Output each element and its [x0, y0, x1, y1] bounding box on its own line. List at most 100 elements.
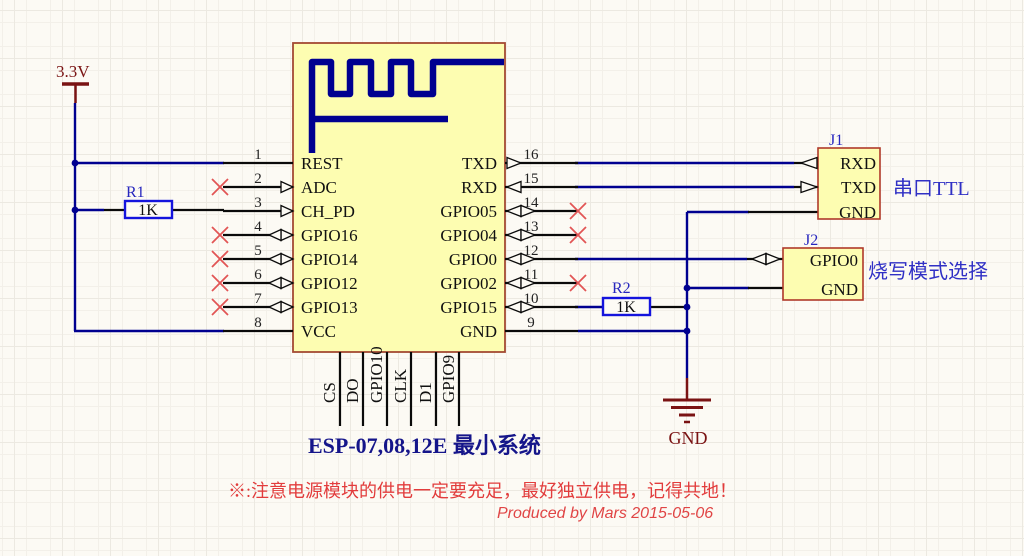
junction-dot: [683, 284, 691, 292]
junction-dot: [71, 159, 79, 167]
arrow-left-icon: [505, 300, 522, 314]
pin-number: 6: [254, 267, 262, 283]
pin-number: 12: [524, 243, 539, 259]
pin-name: ADC: [301, 178, 337, 197]
arrow-left-icon: [267, 252, 282, 266]
resistor-r2: R2 1K: [601, 280, 652, 317]
junction-dot: [683, 327, 691, 335]
pin-name: GPIO13: [301, 298, 358, 317]
warning-note: ※:注意电源模块的供电一定要充足，最好独立供电，记得共地！: [228, 481, 737, 501]
no-connect-x-icon: [211, 274, 229, 292]
pin-number: 1: [254, 147, 262, 163]
j1-annotation: 串口TTL: [893, 177, 970, 200]
no-connect-x-icon: [211, 250, 229, 268]
resistor-body: [601, 296, 652, 317]
pin-number: 11: [524, 267, 538, 283]
resistor-body: [123, 199, 174, 220]
pin-name: GPIO15: [440, 298, 497, 317]
no-connect-x-icon: [211, 226, 229, 244]
arrow-right-icon: [520, 204, 537, 218]
j1-designator: J1: [829, 132, 843, 149]
arrow-right-icon: [280, 276, 295, 290]
r1-value: 1K: [138, 202, 158, 219]
pin-name: GPIO16: [301, 226, 358, 245]
connector-body: [817, 147, 881, 220]
arrow-left-icon: [267, 300, 282, 314]
j2-designator: J2: [804, 232, 818, 249]
arrow-left-icon: [505, 252, 522, 266]
connector-j2: J2 GPIO0 GND 烧写模式选择: [750, 232, 988, 301]
pin-number: 14: [524, 195, 540, 211]
arrow-right-icon: [520, 252, 537, 266]
arrow-left-icon: [505, 204, 522, 218]
arrow-right-icon: [520, 300, 537, 314]
pin-name: GPIO05: [440, 202, 497, 221]
arrow-left-icon: [505, 228, 522, 242]
arrow-right-icon: [280, 228, 295, 242]
pin-name: VCC: [301, 322, 336, 341]
junction-dot: [683, 303, 691, 311]
pin-number: 7: [254, 291, 262, 307]
pin-number: 16: [524, 147, 540, 163]
arrow-left-icon: [267, 276, 282, 290]
pin-name: GPIO14: [301, 250, 358, 269]
resistor-r1: R1 1K: [123, 184, 174, 220]
pin-number: 4: [254, 219, 262, 235]
pin-number: 5: [254, 243, 262, 259]
pin-name: GPIO04: [440, 226, 497, 245]
r2-designator: R2: [612, 280, 631, 297]
no-connect-x-icon: [569, 202, 587, 220]
pin-name: GPIO02: [440, 274, 497, 293]
pin-name: REST: [301, 154, 343, 173]
connector-body: [782, 247, 864, 301]
schematic-title: ESP-07,08,12E 最小系统: [308, 433, 541, 458]
pin-name: GPIO9: [439, 355, 458, 403]
credit-line: Produced by Mars 2015-05-06: [497, 505, 713, 522]
wires: [73, 103, 794, 378]
arrow-left-icon: [267, 228, 282, 242]
arrow-right-icon: [800, 180, 819, 194]
antenna-icon: [308, 58, 504, 153]
pin-number: 10: [524, 291, 539, 307]
pin-name: GPIO10: [367, 346, 386, 403]
arrow-right-icon: [280, 180, 295, 194]
pin-name: GND: [460, 322, 497, 341]
no-connect-x-icon: [569, 274, 587, 292]
j2-pin-gpio0: GPIO0: [810, 251, 858, 270]
j1-pin-txd: TXD: [841, 178, 876, 197]
arrow-left-icon: [750, 252, 767, 266]
j2-pin-gnd: GND: [821, 280, 858, 299]
junction-dots: [71, 159, 691, 335]
pin-number: 2: [254, 171, 262, 187]
pin-name: GPIO0: [449, 250, 497, 269]
pin-name: TXD: [462, 154, 497, 173]
net-label-3v3: 3.3V: [56, 62, 90, 81]
r1-designator: R1: [126, 184, 145, 201]
esp-module: [292, 42, 506, 353]
ground-symbol: GND: [663, 378, 711, 448]
arrow-right-icon: [520, 228, 537, 242]
arrow-right-icon: [280, 204, 295, 218]
arrow-right-icon: [506, 156, 523, 170]
pin-name: DO: [343, 378, 362, 403]
pin-number: 3: [254, 195, 262, 211]
pin-number: 8: [254, 315, 262, 331]
pin-number: 13: [524, 219, 539, 235]
no-connect-x-icon: [211, 178, 229, 196]
j2-annotation: 烧写模式选择: [868, 260, 988, 283]
pin-name: CH_PD: [301, 202, 355, 221]
arrow-left-icon: [799, 156, 818, 170]
j1-pin-rxd: RXD: [840, 154, 876, 173]
pin-name: GPIO12: [301, 274, 358, 293]
no-connect-x-icon: [569, 226, 587, 244]
power-port-3v3: 3.3V: [56, 62, 90, 103]
arrow-left-icon: [505, 276, 522, 290]
r2-value: 1K: [616, 299, 636, 316]
pin-number: 9: [527, 315, 535, 331]
pin-name: CLK: [391, 368, 410, 403]
arrow-left-icon: [505, 180, 522, 194]
arrow-right-icon: [280, 300, 295, 314]
